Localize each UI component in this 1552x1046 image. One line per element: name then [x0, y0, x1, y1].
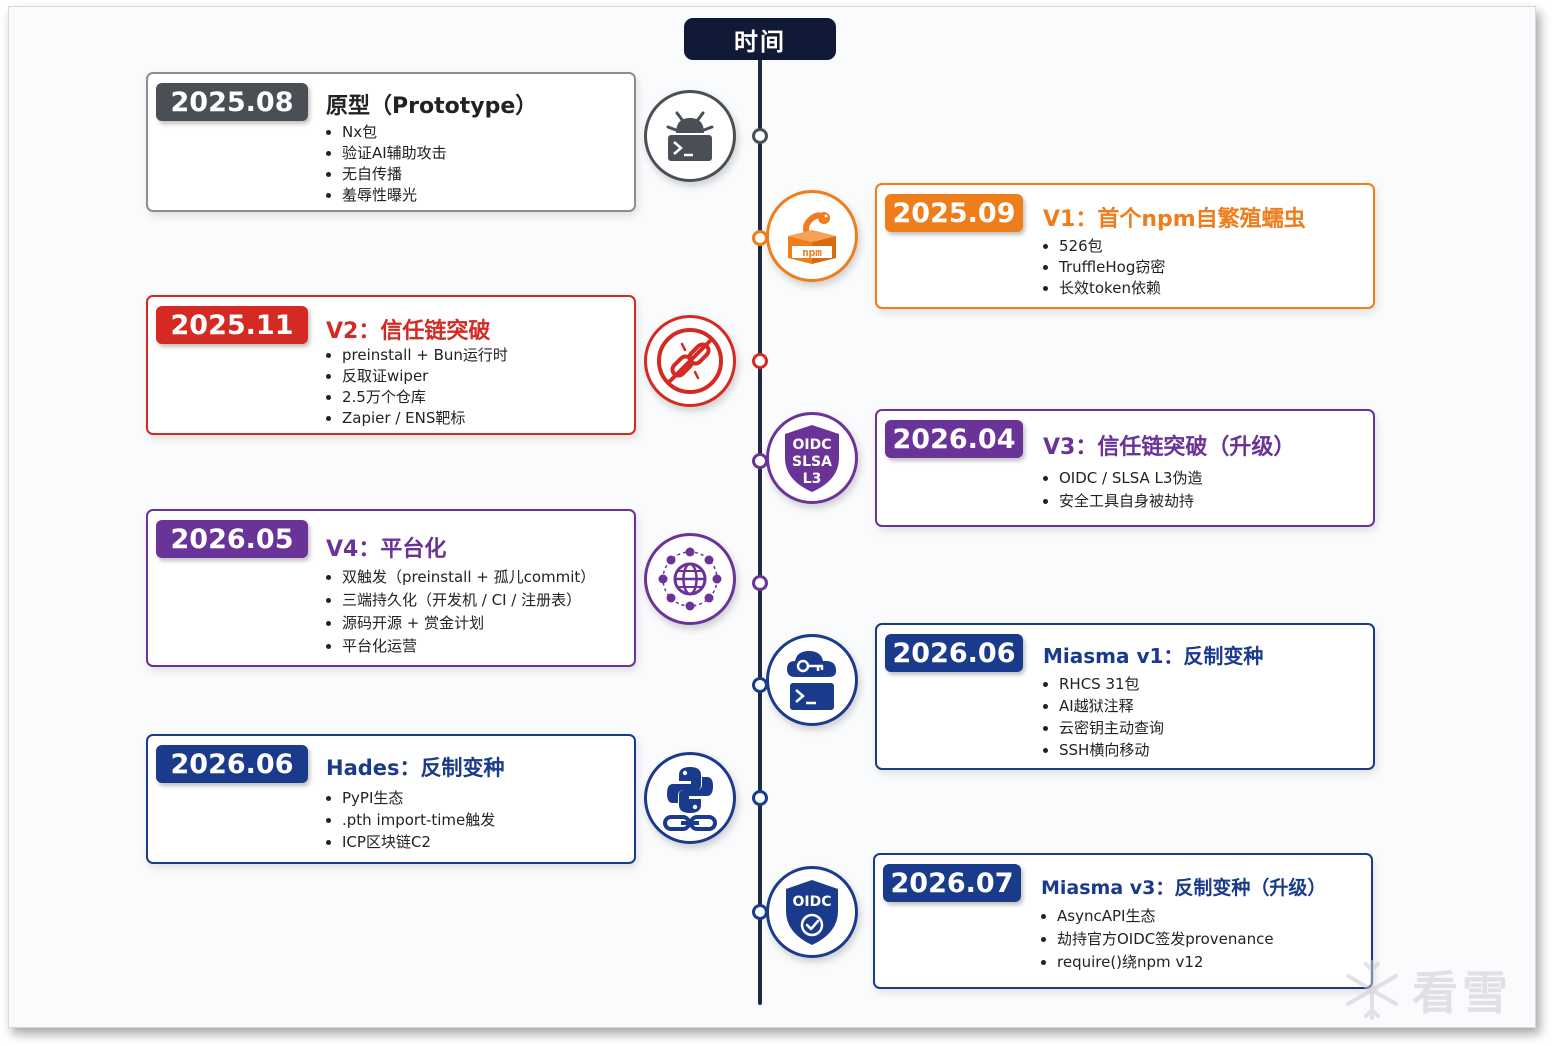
- globe-network-icon: [644, 533, 736, 625]
- snowflake-icon: [1346, 960, 1398, 1020]
- watermark: 看雪: [1340, 955, 1532, 1025]
- event-title: V4：平台化: [326, 537, 447, 562]
- timeline-card-2026-06-miasma: 2026.06 Miasma v1：反制变种 RHCS 31包 AI越狱注释 云…: [875, 623, 1375, 770]
- oidc-slsa-shield-icon: OIDC SLSA L3: [766, 412, 858, 504]
- event-title: Hades：反制变种: [326, 756, 505, 780]
- event-details: Nx包 验证AI辅助攻击 无自传播 羞辱性曝光: [326, 122, 447, 206]
- timeline-header: 时间: [684, 18, 836, 60]
- shield-text-oidc: OIDC: [792, 894, 831, 910]
- event-title: 原型（Prototype）: [326, 94, 538, 119]
- list-item: require()绕npm v12: [1041, 951, 1274, 974]
- event-details: OIDC / SLSA L3伪造 安全工具自身被劫持: [1043, 467, 1202, 513]
- event-title: Miasma v3：反制变种（升级）: [1041, 877, 1327, 899]
- event-details: preinstall + Bun运行时 反取证wiper 2.5万个仓库 Zap…: [326, 345, 508, 429]
- list-item: .pth import-time触发: [326, 809, 495, 831]
- list-item: 无自传播: [326, 164, 447, 185]
- list-item: SSH横向移动: [1043, 739, 1164, 761]
- list-item: Nx包: [326, 122, 447, 143]
- bug-terminal-icon: [644, 90, 736, 182]
- event-details: 双触发（preinstall + 孤儿commit） 三端持久化（开发机 / C…: [326, 566, 595, 658]
- shield-text-oidc: OIDC: [792, 437, 831, 453]
- event-details: PyPI生态 .pth import-time触发 ICP区块链C2: [326, 787, 495, 853]
- list-item: 源码开源 + 赏金计划: [326, 612, 595, 635]
- list-item: 双触发（preinstall + 孤儿commit）: [326, 566, 595, 589]
- timeline-card-2025-09: 2025.09 V1：首个npm自繁殖蠕虫 526包 TruffleHog窃密 …: [875, 183, 1375, 309]
- timeline-axis: [758, 55, 762, 1005]
- timeline-card-2026-05: 2026.05 V4：平台化 双触发（preinstall + 孤儿commit…: [146, 509, 636, 667]
- list-item: 反取证wiper: [326, 366, 508, 387]
- list-item: PyPI生态: [326, 787, 495, 809]
- list-item: 云密钥主动查询: [1043, 717, 1164, 739]
- timeline-node: [752, 790, 768, 806]
- shield-text-l3: L3: [803, 471, 822, 487]
- list-item: Zapier / ENS靶标: [326, 408, 508, 429]
- list-item: RHCS 31包: [1043, 673, 1164, 695]
- broken-chain-icon: [644, 315, 736, 407]
- python-chain-icon: [644, 752, 736, 844]
- timeline-node: [752, 677, 768, 693]
- list-item: 三端持久化（开发机 / CI / 注册表）: [326, 589, 595, 612]
- timeline-card-2026-06-hades: 2026.06 Hades：反制变种 PyPI生态 .pth import-ti…: [146, 734, 636, 864]
- oidc-check-shield-icon: OIDC: [766, 866, 858, 958]
- event-details: RHCS 31包 AI越狱注释 云密钥主动查询 SSH横向移动: [1043, 673, 1164, 761]
- svg-text:npm: npm: [802, 246, 822, 259]
- event-details: AsyncAPI生态 劫持官方OIDC签发provenance require(…: [1041, 905, 1274, 974]
- list-item: 2.5万个仓库: [326, 387, 508, 408]
- timeline-node: [752, 904, 768, 920]
- timeline-node: [752, 575, 768, 591]
- timeline-card-2026-07: 2026.07 Miasma v3：反制变种（升级） AsyncAPI生态 劫持…: [873, 853, 1373, 989]
- list-item: 劫持官方OIDC签发provenance: [1041, 928, 1274, 951]
- list-item: 羞辱性曝光: [326, 185, 447, 206]
- event-details: 526包 TruffleHog窃密 长效token依赖: [1043, 236, 1165, 299]
- list-item: TruffleHog窃密: [1043, 257, 1165, 278]
- watermark-text: 看雪: [1412, 966, 1512, 1020]
- date-badge: 2025.08: [156, 83, 308, 121]
- date-badge: 2026.06: [885, 634, 1023, 672]
- timeline-node: [752, 230, 768, 246]
- timeline-card-2025-08: 2025.08 原型（Prototype） Nx包 验证AI辅助攻击 无自传播 …: [146, 72, 636, 212]
- event-title: Miasma v1：反制变种: [1043, 644, 1264, 668]
- list-item: 平台化运营: [326, 635, 595, 658]
- list-item: AI越狱注释: [1043, 695, 1164, 717]
- list-item: ICP区块链C2: [326, 831, 495, 853]
- event-title: V1：首个npm自繁殖蠕虫: [1043, 207, 1306, 232]
- date-badge: 2025.09: [885, 194, 1023, 232]
- npm-worm-box-icon: npm: [766, 190, 858, 282]
- list-item: preinstall + Bun运行时: [326, 345, 508, 366]
- timeline-node: [752, 128, 768, 144]
- date-badge: 2026.06: [156, 745, 308, 783]
- event-title: V2：信任链突破: [326, 319, 491, 344]
- date-badge: 2025.11: [156, 306, 308, 344]
- list-item: OIDC / SLSA L3伪造: [1043, 467, 1202, 490]
- date-badge: 2026.07: [883, 864, 1021, 902]
- timeline-card-2025-11: 2025.11 V2：信任链突破 preinstall + Bun运行时 反取证…: [146, 295, 636, 435]
- list-item: 长效token依赖: [1043, 278, 1165, 299]
- date-badge: 2026.05: [156, 520, 308, 558]
- shield-text-slsa: SLSA: [792, 454, 832, 470]
- cloud-key-terminal-icon: [766, 634, 858, 726]
- list-item: 安全工具自身被劫持: [1043, 490, 1202, 513]
- date-badge: 2026.04: [885, 420, 1023, 458]
- list-item: 526包: [1043, 236, 1165, 257]
- list-item: AsyncAPI生态: [1041, 905, 1274, 928]
- list-item: 验证AI辅助攻击: [326, 143, 447, 164]
- timeline-node: [752, 353, 768, 369]
- timeline-node: [752, 453, 768, 469]
- event-title: V3：信任链突破（升级）: [1043, 435, 1296, 460]
- timeline-card-2026-04: 2026.04 V3：信任链突破（升级） OIDC / SLSA L3伪造 安全…: [875, 409, 1375, 527]
